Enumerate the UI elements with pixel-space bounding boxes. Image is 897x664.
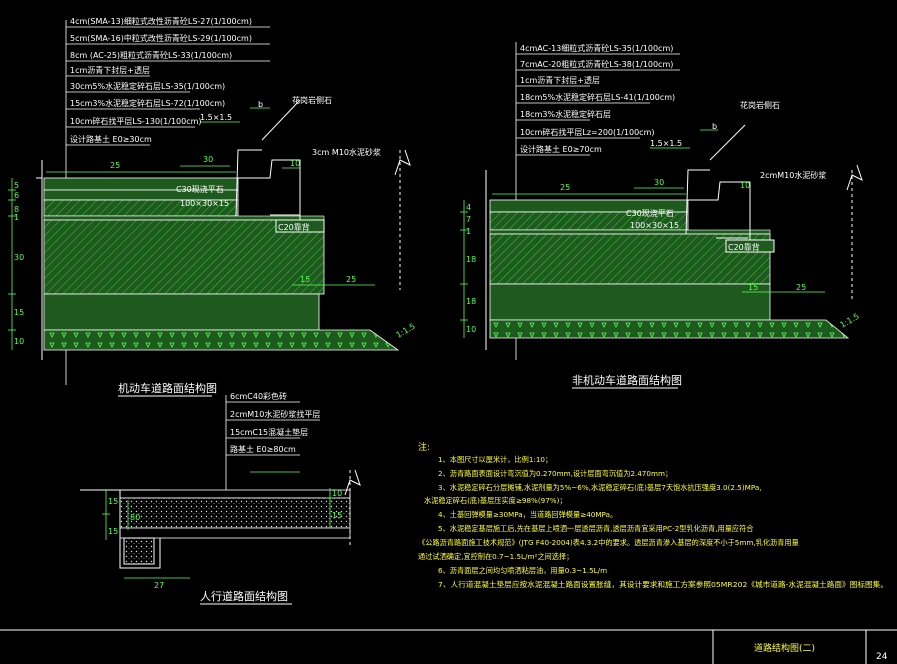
motor-layer-3: 8cm (AC-25)粗粒式沥青砼LS-33(1/100cm) [70,50,232,60]
non-flat-label: C30现浇平石 [626,208,674,218]
note-3: 3、水泥稳定碎石分层摊铺,水泥剂量为5%~6%,水泥稳定碎石(底)基层7天饱水抗… [438,483,762,492]
note-3b: 水泥稳定碎石(底)基层压实度≥98%(97%)； [424,496,567,505]
motor-ldim-5: 30 [14,253,24,262]
motor-ldim-2: 6 [14,191,19,200]
motor-flat-label: C30现浇平石 [176,184,224,194]
ped-layer-2: 2cmM10水泥砂浆找平层 [230,409,320,419]
motor-ldim-6: 15 [14,308,24,317]
motor-dim-25b: 25 [346,275,356,284]
motor-dim-30: 30 [203,155,213,164]
non-ldim-4: 18 [466,255,476,264]
non-ldim-5: 18 [466,297,476,306]
footer-title: 道路结构图(二) [754,642,815,654]
non-dim-10: 10 [740,181,750,190]
non-curb-label: 花岗岩侧石 [740,100,780,110]
non-b-label: b [712,122,717,131]
motor-layer-5: 30cm5%水泥稳定碎石层LS-35(1/100cm) [70,81,225,91]
non-motor-lane-diagram: 4cmAC-13细粒式沥青砼LS-35(1/100cm) 7cmAC-20粗粒式… [460,42,863,389]
non-mortar-label: 2cmM10水泥砂浆 [760,170,826,180]
ped-dim-27: 27 [154,581,164,590]
page-number: 24 [876,652,888,662]
ped-title: 人行道路面结构图 [200,589,288,603]
ped-layer-3: 15cmC15混凝土垫层 [230,427,308,437]
note-6: 6、沥青面层之间均匀喷洒粘层油，用量0.3~1.5L/m [438,566,607,575]
non-ldim-2: 7 [466,215,471,224]
non-dim-25: 25 [560,183,570,192]
ped-dim-80: 80 [130,513,140,522]
note-5: 5、水泥稳定基层施工后,先在基层上喷洒一层透层沥青,透层沥青宜采用PC-2型乳化… [438,524,753,533]
note-4: 4、土基回弹模量≥30MPa，当道路回弹模量≥40MPa。 [438,510,617,519]
motor-lane-diagram: 4cm(SMA-13)细粒式改性沥青砼LS-27(1/100cm) 5cm(SM… [8,16,417,397]
motor-layer-6: 15cm3%水泥稳定碎石层LS-72(1/100cm) [70,98,225,108]
ped-layer-1: 6cmC40彩色砖 [230,391,287,401]
non-flat-size: 100×30×15 [630,221,679,230]
non-layer-7: 设计路基土 E0≥70cm [520,144,602,154]
non-layer-3: 1cm沥青下封层+透层 [520,75,600,85]
motor-flat-size: 100×30×15 [180,199,229,208]
notes-block: 注: 1、本图尺寸以厘米计，比例1:10； 2、沥青路面表面设计弯沉值为0.27… [418,441,888,589]
ped-dim-15b: 15 [108,527,118,536]
motor-title: 机动车道路面结构图 [118,381,217,395]
non-foot-label: C20靠背 [728,242,760,252]
motor-dim-25: 25 [110,161,120,170]
note-5c: 通过试洒确定,宜控制在0.7~1.5L/m²之间选择； [418,552,573,561]
ped-dim-10: 10 [332,489,342,498]
non-ldim-3: 1 [466,227,471,236]
motor-dim-15: 15 [300,275,310,284]
non-slope-label: 1.5×1.5 [650,139,682,148]
note-7: 7、人行道混凝土垫层应按水泥混凝土路面设置胀缝，其设计要求和施工方案参照05MR… [438,580,888,589]
non-layer-4: 18cm5%水泥稳定碎石层LS-41(1/100cm) [520,92,675,102]
motor-ldim-4: 1 [14,213,19,222]
notes-head: 注: [418,441,430,453]
motor-dim-10: 10 [290,159,300,168]
ped-layer-4: 路基土 E0≥80cm [230,444,296,454]
note-5b: 《公路沥青路面施工技术规范》(JTG F40-2004)表4.3.2中的要求。透… [418,538,799,547]
non-slope2: 1:1.5 [839,312,861,330]
non-layer-1: 4cmAC-13细粒式沥青砼LS-35(1/100cm) [520,43,673,53]
non-dim-25b: 25 [796,283,806,292]
motor-slope-label: 1.5×1.5 [200,113,232,122]
motor-layer-4: 1cm沥青下封层+透层 [70,65,150,75]
note-2: 2、沥青路面表面设计弯沉值为0.270mm,设计层面弯沉值为2.470mm； [438,469,672,478]
non-ldim-1: 4 [466,203,471,212]
motor-mortar-label: 3cm M10水泥砂浆 [312,147,381,157]
motor-layer-1: 4cm(SMA-13)细粒式改性沥青砼LS-27(1/100cm) [70,16,252,26]
non-dim-15: 15 [748,283,758,292]
ped-dim-15: 15 [108,497,118,506]
non-layer-5: 18cm3%水泥稳定碎石层 [520,109,611,119]
motor-curb-label: 花岗岩侧石 [292,95,332,105]
motor-ldim-1: 5 [14,181,19,190]
pedestrian-diagram: 6cmC40彩色砖 2cmM10水泥砂浆找平层 15cmC15混凝土垫层 路基土… [80,391,361,605]
non-layer-2: 7cmAC-20粗粒式沥青砼LS-38(1/100cm) [520,59,673,69]
ped-dim-15c: 15 [332,511,342,520]
non-layer-6: 10cm碎石找平层Lz=200(1/100cm) [520,127,655,137]
footer: 道路结构图(二) 24 [0,629,897,664]
motor-b-label: b [258,100,263,109]
motor-ldim-7: 10 [14,337,24,346]
motor-layer-2: 5cm(SMA-16)中粒式改性沥青砼LS-29(1/100cm) [70,33,252,43]
note-1: 1、本图尺寸以厘米计，比例1:10； [438,455,552,464]
motor-ldim-3: 8 [14,205,19,214]
motor-layer-8: 设计路基土 E0≥30cm [70,134,152,144]
motor-layer-7: 10cm碎石找平层LS-130(1/100cm) [70,116,202,126]
non-dim-30: 30 [654,178,664,187]
non-title: 非机动车道路面结构图 [572,373,682,387]
non-ldim-6: 10 [466,325,476,334]
motor-slope2: 1:1.5 [395,322,417,340]
motor-foot-label: C20靠背 [278,222,310,232]
